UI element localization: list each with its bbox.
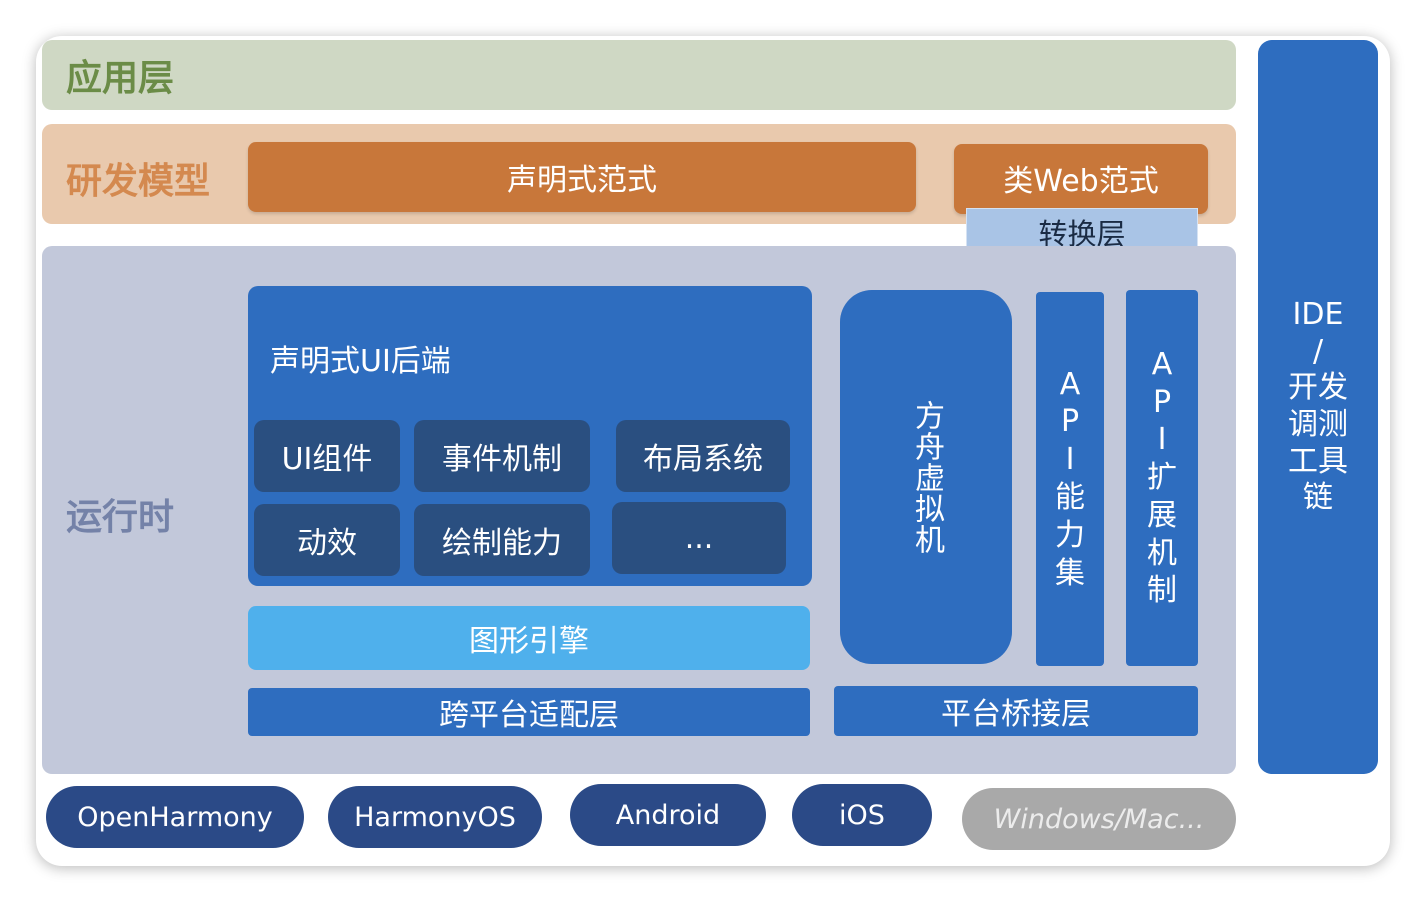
api-set-char: P [1060,404,1080,440]
api-ext-char: 制 [1147,573,1177,609]
api-set-char: I [1065,442,1075,478]
platform-bridge-layer: 平台桥接层 [834,686,1198,736]
api-extension-mechanism: A P I 扩 展 机 制 [1126,290,1198,666]
ui-backend-title: 声明式UI后端 [270,344,451,379]
platform-android: Android [570,784,766,846]
graphics-engine: 图形引擎 [248,606,810,670]
ide-text: 链 [1303,480,1333,516]
cross-platform-adaptation-layer: 跨平台适配层 [248,688,810,736]
platform-harmonyos: HarmonyOS [328,786,542,848]
dev-model-label: 研发模型 [66,161,211,202]
ark-vm-label: 方舟虚拟机 [909,399,944,555]
platform-windows-mac: Windows/Mac... [962,788,1236,850]
ide-text: / [1312,333,1324,369]
drawing-capability: 绘制能力 [414,504,590,576]
api-set-char: 力 [1055,517,1085,553]
api-ext-char: 扩 [1147,460,1177,496]
platform-ios: iOS [792,784,932,846]
api-ext-char: 机 [1147,535,1177,571]
runtime-label: 运行时 [66,497,175,538]
event-mechanism: 事件机制 [414,420,590,492]
ui-components: UI组件 [254,420,400,492]
api-set-char: 集 [1055,555,1085,591]
ide-text: 开发 [1288,370,1348,406]
layout-system: 布局系统 [616,420,790,492]
declarative-paradigm: 声明式范式 [248,142,916,212]
web-like-paradigm: 类Web范式 [954,144,1208,214]
api-set-char: 能 [1055,480,1085,515]
animation: 动效 [254,504,400,576]
api-ext-char: 展 [1147,497,1177,533]
more-items: ... [612,502,786,574]
api-capability-set: A P I 能 力 集 [1036,292,1104,666]
ark-virtual-machine: 方舟虚拟机 [840,290,1012,664]
api-set-char: A [1059,366,1081,402]
ide-toolchain: IDE / 开发 调测 工具 链 [1258,40,1378,774]
ide-text: 调测 [1288,407,1348,442]
ide-text: 工具 [1288,443,1348,479]
app-layer-label: 应用层 [66,58,175,99]
api-ext-char: I [1157,422,1167,458]
platform-openharmony: OpenHarmony [46,786,304,848]
api-ext-char: A [1151,346,1173,382]
api-ext-char: P [1152,384,1172,420]
app-layer: 应用层 [42,40,1236,110]
ide-text: IDE [1292,297,1344,333]
